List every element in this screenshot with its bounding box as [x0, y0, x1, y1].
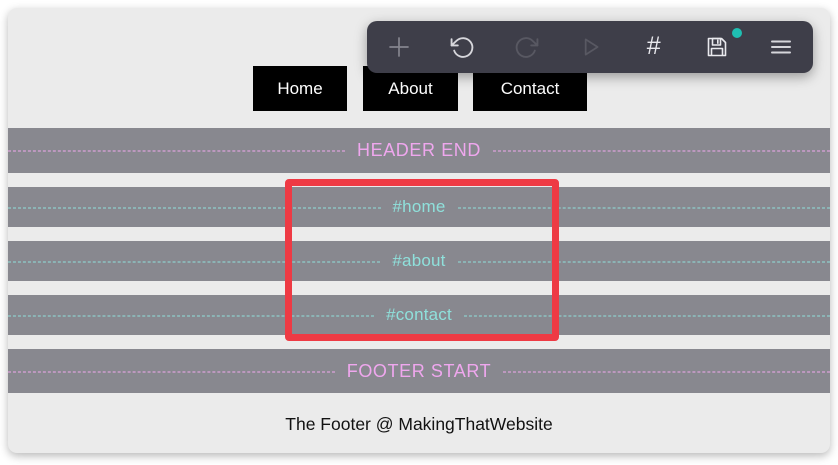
- preview-play-button[interactable]: [558, 21, 622, 73]
- section-anchor-about: #about: [8, 241, 830, 281]
- nav-button-about[interactable]: About: [363, 66, 458, 111]
- add-button[interactable]: [367, 21, 431, 73]
- dashed-line: [457, 261, 830, 262]
- section-anchor-label: #home: [392, 197, 446, 216]
- play-icon: [584, 38, 599, 56]
- dashed-line: [8, 371, 335, 372]
- redo-button[interactable]: [494, 21, 558, 73]
- undo-button[interactable]: [431, 21, 495, 73]
- dashed-line: [8, 207, 381, 208]
- section-marker-label: HEADER END: [356, 140, 482, 160]
- section-marker-footer-start: FOOTER START: [8, 349, 830, 393]
- dashed-line: [8, 261, 381, 262]
- redo-icon: [515, 36, 539, 58]
- editor-toolbar: #: [367, 21, 813, 73]
- unsaved-indicator-dot: [732, 28, 743, 38]
- undo-icon: [450, 36, 474, 58]
- menu-button[interactable]: [749, 21, 813, 73]
- nav-button-home[interactable]: Home: [253, 66, 347, 111]
- dashed-line: [503, 371, 830, 372]
- dashed-line: [8, 150, 345, 152]
- dashed-line: [457, 207, 830, 208]
- hash-icon: #: [646, 31, 661, 60]
- site-preview-canvas: Home About Contact HEADER END #home #abo…: [8, 8, 830, 453]
- section-anchor-label: #about: [392, 251, 446, 270]
- hamburger-menu-icon: [771, 40, 792, 54]
- dashed-line: [493, 150, 830, 152]
- section-marker-header-end: HEADER END: [8, 128, 830, 173]
- section-anchor-label: #contact: [386, 305, 452, 324]
- section-marker-label: FOOTER START: [346, 360, 492, 381]
- save-button[interactable]: [686, 21, 750, 73]
- site-footer-text: The Footer @ MakingThatWebsite: [285, 413, 553, 434]
- nav-button-contact[interactable]: Contact: [473, 66, 587, 111]
- dashed-line: [463, 315, 830, 316]
- section-anchor-home: #home: [8, 187, 830, 227]
- section-anchor-contact: #contact: [8, 295, 830, 335]
- hash-anchors-button[interactable]: #: [622, 21, 686, 73]
- dashed-line: [8, 315, 375, 316]
- plus-icon: [389, 37, 409, 57]
- save-floppy-icon: [708, 37, 727, 57]
